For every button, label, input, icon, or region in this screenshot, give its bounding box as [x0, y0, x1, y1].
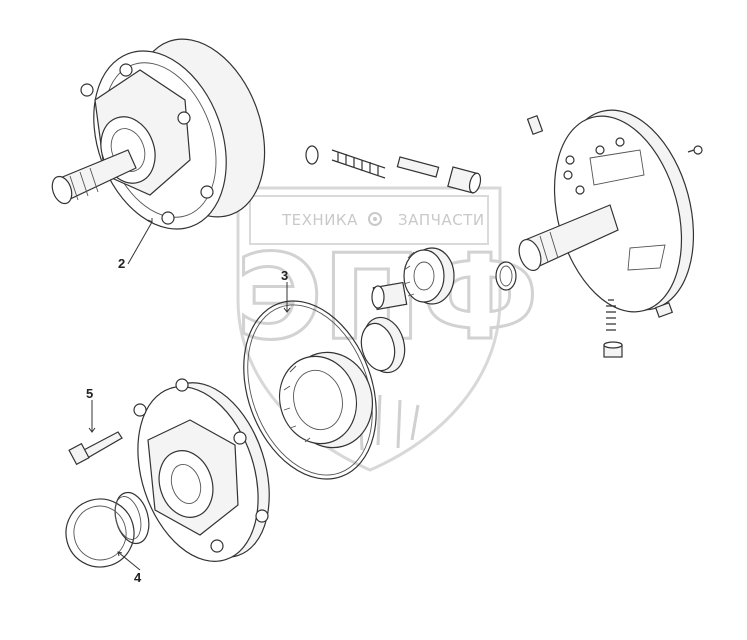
front-pump-housing — [51, 38, 266, 230]
callout-3: 3 — [281, 268, 288, 283]
needle-bearing — [371, 281, 408, 311]
seal-retainer-ring — [114, 491, 150, 545]
leader-lines — [88, 218, 291, 571]
relief-spring-and-plug — [603, 299, 623, 358]
rear-pump-housing — [133, 378, 270, 562]
rear-pump-plate — [518, 109, 695, 313]
o-ring-seal — [243, 300, 377, 480]
shaft-ring — [495, 261, 517, 291]
callout-4: 4 — [134, 570, 142, 585]
lip-seal — [65, 498, 135, 568]
callout-2: 2 — [118, 256, 125, 271]
gear-icon — [368, 212, 382, 226]
callout-5: 5 — [86, 386, 93, 401]
pump-bushing — [360, 316, 406, 374]
outer-rotor-gear — [278, 351, 374, 449]
watermark-brand-left: ТЕХНИКА — [281, 211, 358, 229]
bolt — [68, 431, 123, 466]
dowel-pins — [526, 115, 703, 318]
drive-gear — [403, 247, 455, 305]
watermark-brand-right: ЗАПЧАСТИ — [398, 211, 485, 229]
valve-components — [305, 145, 482, 194]
